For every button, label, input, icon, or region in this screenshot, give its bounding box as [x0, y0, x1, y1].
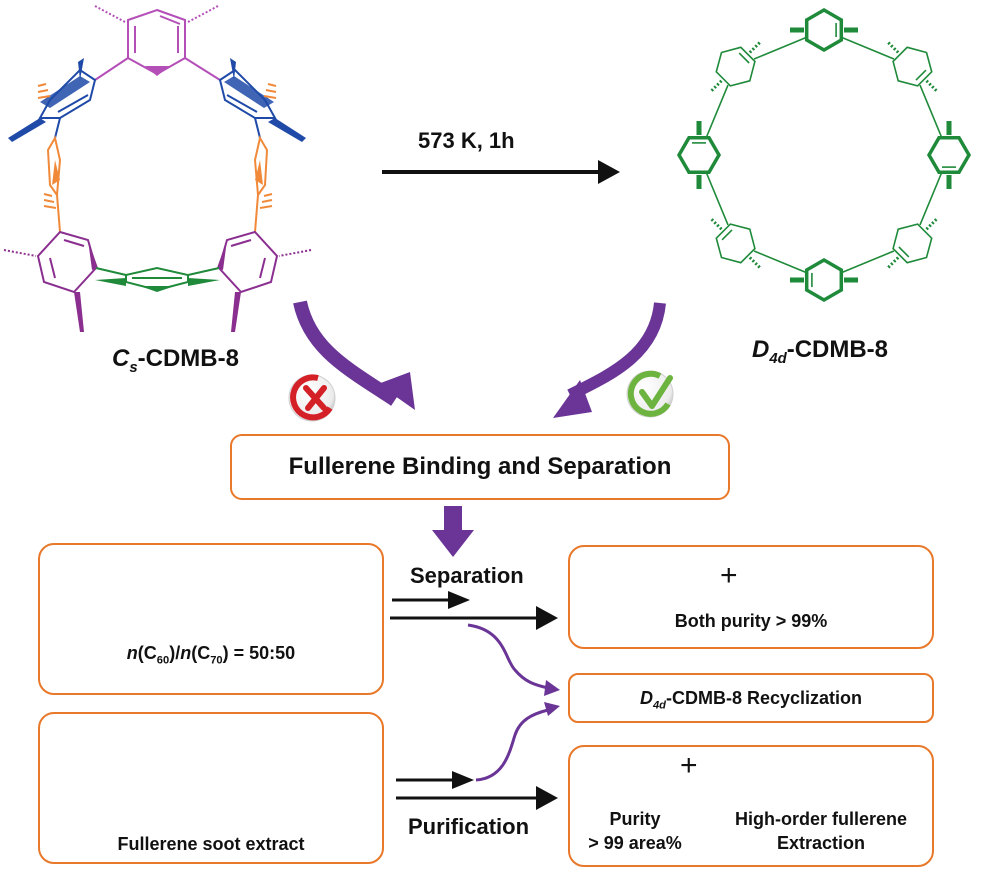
benzene-unit-6: [676, 135, 722, 175]
recycle-curve-top: [467, 623, 560, 696]
recyc-prefix-main: D: [639, 688, 653, 708]
top-hash: [94, 5, 219, 23]
biaryl-bond-4: [753, 250, 806, 274]
cs-cdmb8-structure: [3, 5, 312, 332]
accept-badge[interactable]: [626, 370, 674, 418]
methyl-5-0: [710, 218, 723, 231]
cs-label-suffix: -CDMB-8: [137, 345, 239, 372]
methyl-7-1: [710, 79, 723, 92]
d4d-label-main: D: [752, 336, 770, 363]
recycle-curve-bottom: [475, 702, 560, 782]
methyl-1-0: [925, 79, 938, 92]
purification-plus: +: [680, 749, 698, 782]
double-bond-7: [738, 52, 750, 64]
check-icon: [639, 375, 673, 409]
methyl-3-0: [887, 256, 900, 269]
down-arrow: [432, 506, 474, 557]
reaction-condition: 573 K, 1h: [418, 128, 515, 153]
top-wedge: [145, 66, 170, 76]
separation-result-box: + Both purity > 99%: [568, 545, 934, 649]
recyclization-box: D4d-CDMB-8 Recyclization: [568, 673, 934, 723]
biaryl-bond-5: [705, 173, 729, 226]
double-bond-5: [721, 229, 733, 241]
cs-label-main: C: [112, 345, 130, 372]
methyl-7-0: [748, 41, 761, 54]
formula-sub2: 70: [210, 654, 223, 667]
formula-c2: (C: [191, 643, 211, 663]
methyl-5-1: [748, 256, 761, 269]
recyclization-label: D4d-CDMB-8 Recyclization: [570, 675, 932, 729]
curved-arrow-left: [293, 300, 415, 410]
double-bond-3: [898, 246, 910, 258]
orange-hash: [37, 83, 277, 209]
biaryl-bond-3: [842, 250, 895, 274]
biaryl-bond-1: [919, 84, 943, 137]
d4d-label-suffix: -CDMB-8: [786, 336, 889, 363]
benzene-unit-3: [892, 223, 933, 264]
bottom-purple-rings: [36, 230, 279, 294]
binding-label: Fullerene Binding and Separation: [288, 453, 672, 480]
d4d-cdmb8-label: D4d-CDMB-8: [752, 336, 888, 367]
formula-n1: n: [126, 643, 138, 663]
biaryl-bond-2: [919, 173, 943, 226]
reaction-arrow: [382, 160, 620, 184]
benzene-unit-2: [926, 135, 972, 175]
biaryl-bond-7: [753, 36, 806, 60]
formula-c1: (C: [137, 643, 157, 663]
curved-arrow-right: [553, 302, 666, 418]
purification-result-box: + Purity > 99 area% High-order fullerene…: [568, 745, 934, 867]
purification-arrows: [396, 778, 540, 800]
separation-result-label: Both purity > 99%: [674, 611, 828, 631]
separation-plus: +: [720, 559, 738, 592]
biaryl-bond-6: [705, 84, 729, 137]
purity-line2: > 99 area%: [588, 833, 682, 853]
separation-arrows: [390, 598, 540, 620]
separation-label: Separation: [410, 563, 524, 588]
recyc-prefix-sub: 4d: [652, 699, 666, 712]
soot-box: Fullerene soot extract: [38, 712, 384, 864]
formula-mid: )/: [169, 643, 181, 663]
double-bond-1: [915, 69, 927, 81]
biaryl-bond-0: [842, 36, 895, 60]
benzene-unit-4: [804, 257, 844, 303]
methyl-3-1: [925, 218, 938, 231]
benzene-unit-7: [715, 46, 756, 87]
cs-label-sub: s: [129, 359, 138, 376]
formula-sub1: 60: [156, 654, 170, 667]
reject-badge[interactable]: [288, 374, 336, 422]
recyc-label: -CDMB-8 Recyclization: [666, 688, 863, 708]
formula-end: ) = 50:50: [222, 643, 296, 663]
formula-n2: n: [180, 643, 192, 663]
benzene-unit-1: [892, 46, 933, 87]
purity-line1: Purity: [609, 809, 661, 829]
benzene-unit-5: [715, 223, 756, 264]
d4d-cdmb8-structure: [676, 7, 972, 303]
binding-box: Fullerene Binding and Separation: [230, 434, 730, 500]
bottom-hash: [3, 249, 312, 257]
mixture-box: n(C60)/n(C70) = 50:50: [38, 543, 384, 695]
orange-rings: [46, 135, 269, 233]
cross-icon: [303, 385, 327, 411]
high-order-line2: Extraction: [776, 833, 866, 853]
high-order-line1: High-order fullerene: [734, 809, 908, 829]
cs-cdmb8-label: Cs-CDMB-8: [112, 345, 239, 376]
purification-label: Purification: [408, 814, 530, 839]
d4d-label-sub: 4d: [769, 350, 787, 367]
mixture-formula: n(C60)/n(C70) = 50:50: [40, 643, 382, 667]
methyl-1-1: [887, 41, 900, 54]
benzene-unit-0: [804, 7, 844, 53]
soot-label: Fullerene soot extract: [117, 834, 305, 854]
